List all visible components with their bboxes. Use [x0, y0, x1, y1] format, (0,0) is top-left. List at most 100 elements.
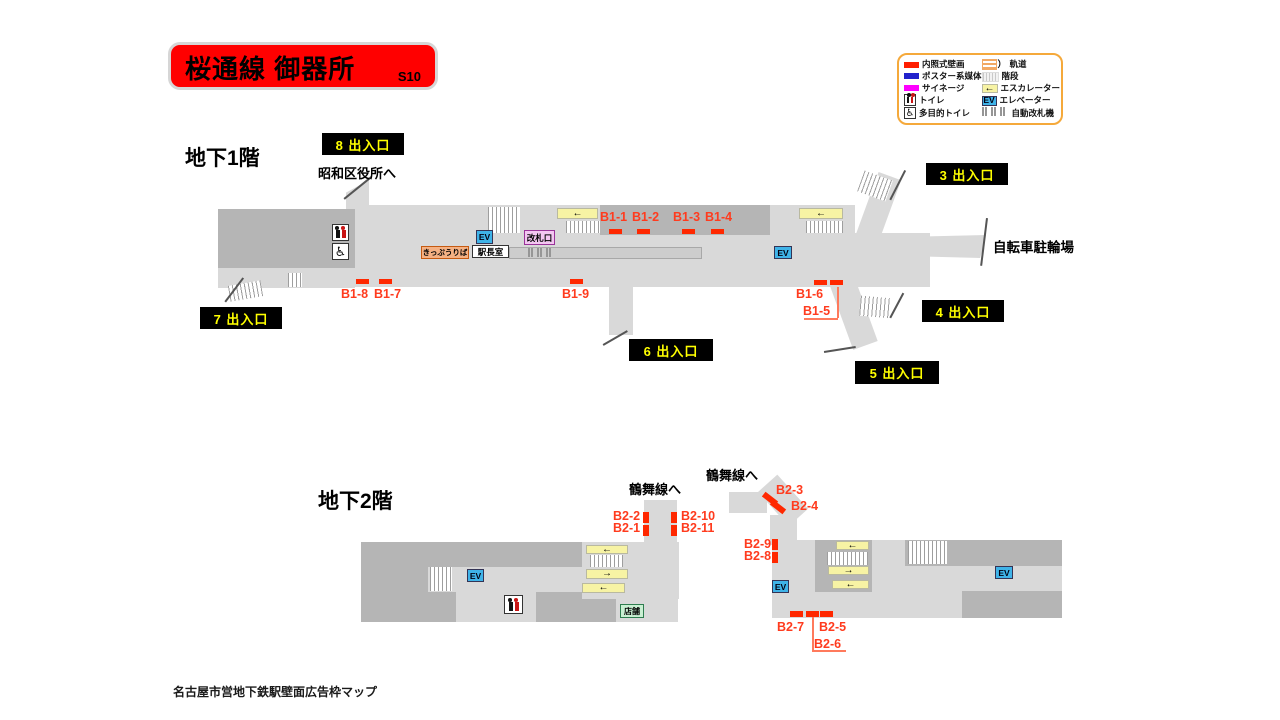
escalator-icon-b2-west-2: →	[586, 569, 628, 579]
poster-swatch-icon	[904, 73, 919, 80]
ad-slot-bar-b2-11	[671, 525, 677, 536]
ad-slot-label-b2-6: B2-6	[814, 637, 842, 651]
toilet-icon	[504, 595, 523, 614]
b2-east-transfer-corridor	[729, 492, 767, 513]
b1-corridor-exit6	[609, 287, 633, 335]
track-icon	[981, 59, 997, 70]
legend-label: 自動改札機	[1011, 107, 1055, 118]
legend-label: ポスター系媒体	[922, 70, 982, 81]
ad-slot-label-b2-7: B2-7	[777, 620, 805, 634]
legend-item-ticket-gate: 自動改札機	[981, 107, 1061, 119]
gate-lane	[509, 247, 702, 259]
woman-glyph	[341, 226, 346, 238]
stairs-icon-b1-under-escalator	[566, 221, 600, 233]
arrow-right-glyph: →	[843, 564, 854, 576]
escalator-icon-b2-west-1: ←	[586, 544, 628, 554]
ad-slot-bar-b2-9	[772, 539, 778, 550]
ad-slot-bar-b1-9	[570, 279, 583, 284]
signage-swatch-icon	[904, 85, 919, 91]
ad-slot-bar-b2-10	[671, 512, 677, 523]
exit-5-box: 5 出入口	[855, 361, 939, 384]
elevator-box-b1-east: EV	[774, 246, 792, 259]
stairs-icon-b2-east	[908, 541, 947, 564]
ad-slot-label-b1-3: B1-3	[673, 210, 701, 224]
ad-slot-label-b1-5: B1-5	[803, 304, 831, 318]
tsurumai-line-note-east: 鶴舞線へ	[706, 468, 759, 483]
man-glyph	[508, 598, 513, 611]
ad-slot-label-b1-2: B1-2	[632, 210, 660, 224]
ad-slot-leader-b1-5	[837, 287, 839, 318]
legend-item-track: ）軌道	[981, 59, 1061, 70]
stairs-icon-b1-central	[488, 207, 520, 233]
ad-slot-label-b2-1: B2-1	[613, 521, 641, 535]
map-caption: 名古屋市営地下鉄駅壁面広告枠マップ	[173, 685, 378, 699]
ad-slot-leader-b2-6	[812, 617, 814, 650]
man-glyph	[906, 93, 911, 104]
woman-glyph	[910, 93, 915, 104]
stairs-icon-b1-right	[806, 221, 843, 233]
station-code: S10	[397, 69, 421, 84]
ad-slot-bar-b1-7	[379, 279, 392, 284]
city-office-note: 昭和区役所へ	[318, 166, 397, 181]
ad-slot-bar-b1-4	[711, 229, 724, 234]
elevator-box-b2-central: EV	[772, 580, 789, 593]
ad-slot-bar-b2-1	[643, 525, 649, 536]
stairs-icon-b2-east-central	[827, 552, 868, 565]
ad-slot-label-b1-1: B1-1	[600, 210, 628, 224]
wall-sign-swatch-icon	[904, 61, 919, 68]
elevator-box-b1-west: EV	[476, 230, 493, 244]
wheelchair-icon: ♿	[904, 107, 916, 119]
elevator-box-b2-east: EV	[995, 566, 1013, 579]
stairs-icon-b2-west-central	[590, 555, 623, 567]
ad-slot-underline-b2-6	[812, 650, 846, 652]
ad-slot-label-b2-4: B2-4	[791, 499, 819, 513]
exit-8-box: 8 出入口	[322, 133, 404, 155]
stairs-icon-b2-west	[430, 567, 452, 591]
arrow-right-glyph: →	[602, 568, 612, 579]
escalator-icon-b2-east-2: →	[828, 564, 869, 576]
escalator-icon-b2-east-1: ←	[836, 539, 869, 551]
ad-slot-label-b2-5: B2-5	[819, 620, 847, 634]
station-title-box: 桜通線 御器所 S10	[171, 45, 435, 87]
legend-label: トイレ	[919, 94, 945, 105]
legend-item-wall-sign: 内照式壁画	[904, 59, 982, 70]
b1-concourse-east	[855, 233, 930, 262]
tsurumai-line-note-west: 鶴舞線へ	[629, 482, 682, 497]
exit-3-box: 3 出入口	[926, 163, 1008, 185]
escalator-icon-b1-right: ←	[799, 208, 843, 219]
legend-item-escalator: ← エスカレーター	[981, 82, 1061, 94]
ad-slot-bar-b2-5	[820, 611, 833, 617]
toilet-icon	[904, 93, 916, 107]
station-master-box: 駅長室	[472, 245, 509, 258]
legend-item-stairs: 階段	[981, 71, 1061, 82]
ad-slot-label-b2-10: B2-10	[681, 509, 716, 523]
escalator-icon: ←	[981, 82, 998, 94]
legend-left-column: 内照式壁画 ポスター系媒体 サイネージ トイレ ♿多目的トイレ	[904, 59, 982, 119]
legend-label: 内照式壁画	[922, 59, 965, 69]
legend-label: エスカレーター	[1000, 83, 1061, 93]
leader-line-exit5	[823, 346, 856, 353]
station-title-frame: 桜通線 御器所 S10	[168, 42, 438, 90]
stairs-icon-exit4	[859, 295, 892, 319]
ad-slot-bar-b2-7	[790, 611, 803, 617]
b1-lower-band	[355, 262, 930, 287]
legend-item-accessible-toilet: ♿多目的トイレ	[904, 107, 982, 119]
ad-slot-bar-b2-6	[806, 611, 819, 617]
arrow-left-glyph: ←	[845, 578, 856, 590]
arrow-left-glyph: ←	[847, 539, 858, 551]
ad-slot-bar-b1-3	[682, 229, 695, 234]
ad-slot-underline-b1-5	[804, 318, 838, 320]
exit-6-box: 6 出入口	[629, 339, 713, 361]
ad-slot-bar-b1-8	[356, 279, 369, 284]
arrow-left-glyph: ←	[984, 82, 995, 94]
b1-corridor-bicycle	[928, 235, 986, 258]
ad-slot-label-b2-8: B2-8	[744, 549, 772, 563]
bicycle-parking-note: 自転車駐輪場	[993, 240, 1074, 255]
ad-slot-label-b1-9: B1-9	[562, 287, 590, 301]
accessible-toilet-icon: ♿	[332, 243, 349, 260]
ad-slot-bar-b2-8	[772, 552, 778, 563]
escalator-icon-b2-west-3: ←	[582, 583, 625, 593]
ticket-gate-box: 改札口	[524, 230, 555, 245]
